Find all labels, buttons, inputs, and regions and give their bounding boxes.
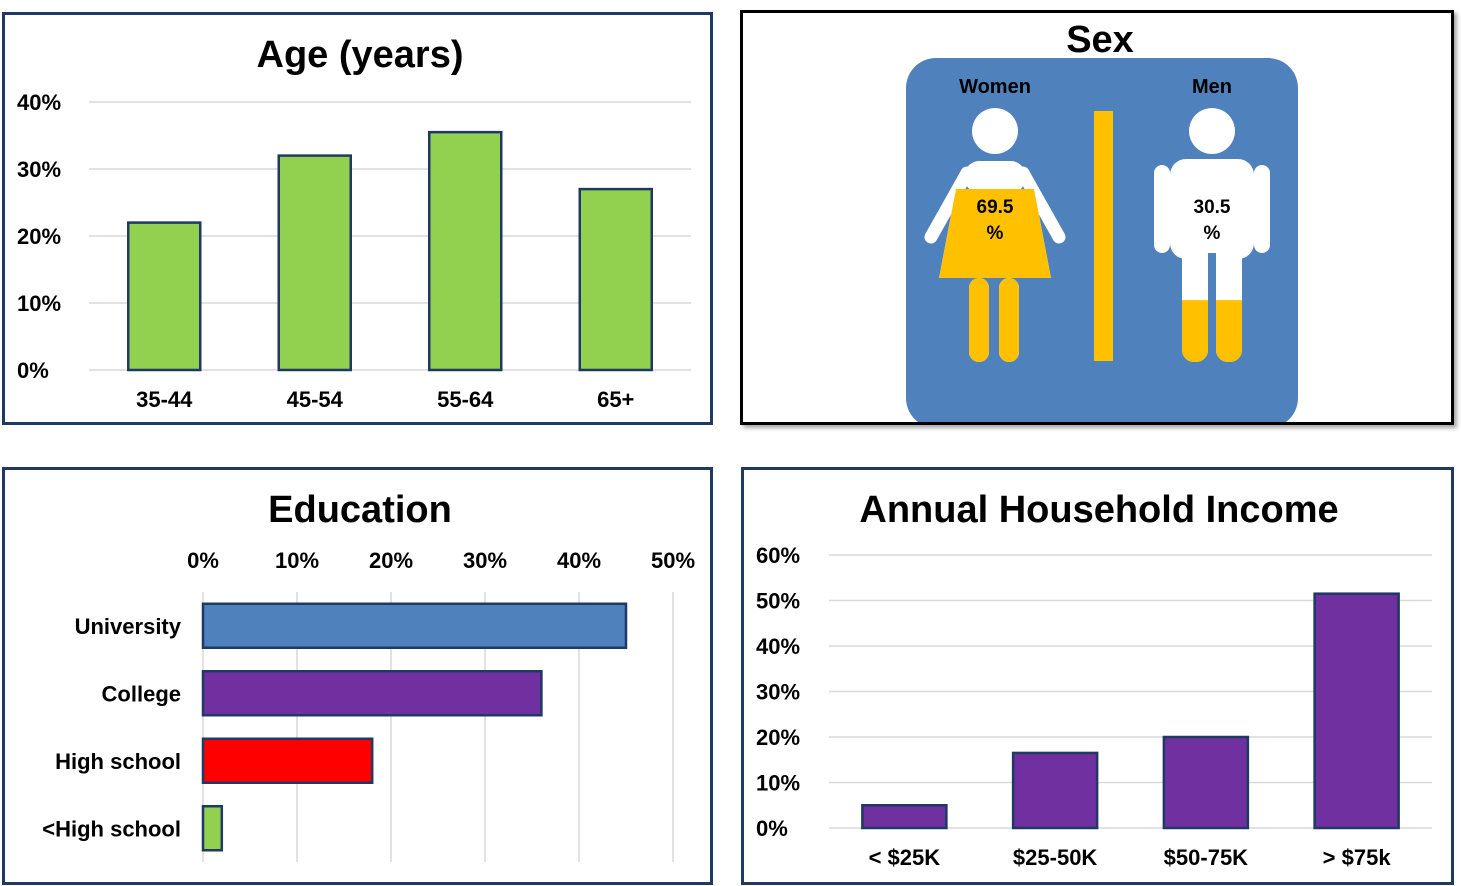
age-bar — [578, 187, 653, 372]
age-chart: Age (years) 0% 10% 20% 30% 40% 35-44 45-54 55-… — [17, 34, 691, 412]
edu-category-label: University — [75, 614, 182, 639]
income-chart-title: Annual Household Income — [859, 489, 1338, 531]
education-chart-title: Education — [268, 489, 452, 531]
age-chart-title: Age (years) — [257, 34, 464, 76]
age-chart-panel: Age (years) 0% 10% 20% 30% 40% 35-44 45-54 55-… — [2, 12, 713, 425]
edu-bar — [201, 602, 628, 649]
edu-x-tick-label: 10% — [275, 548, 319, 573]
inc-y-tick-label: 0% — [756, 816, 788, 841]
edu-category-label: High school — [55, 749, 181, 774]
age-y-tick-label: 40% — [17, 90, 61, 115]
inc-bar — [1313, 592, 1400, 830]
edu-x-tick-label: 50% — [651, 548, 695, 573]
inc-y-tick-label: 20% — [756, 725, 800, 750]
inc-category-label: > $75k — [1323, 845, 1392, 870]
income-chart-panel: Annual Household Income 0% 10% 20% 30% 40% 50… — [741, 467, 1454, 885]
income-chart: Annual Household Income 0% 10% 20% 30% 40% 50… — [756, 489, 1432, 870]
edu-bar — [201, 737, 374, 784]
sex-chart-panel: Sex Women 69.5% — [740, 10, 1454, 425]
edu-bar — [201, 805, 224, 852]
men-figure-icon — [1154, 108, 1270, 362]
age-y-tick-label: 0% — [17, 358, 49, 383]
age-category-label: 35-44 — [136, 387, 193, 412]
age-bar — [127, 221, 202, 372]
edu-category-label: College — [102, 681, 181, 706]
edu-x-tick-label: 40% — [557, 548, 601, 573]
age-y-tick-label: 20% — [17, 224, 61, 249]
age-category-label: 45-54 — [287, 387, 344, 412]
edu-x-tick-label: 0% — [187, 548, 219, 573]
inc-y-tick-label: 60% — [756, 543, 800, 568]
inc-bar — [1162, 735, 1250, 830]
men-label: Men — [1192, 76, 1232, 98]
inc-category-label: $50-75K — [1164, 845, 1249, 870]
edu-x-tick-label: 20% — [369, 548, 413, 573]
sex-divider — [1094, 111, 1113, 361]
age-bar — [428, 130, 503, 372]
edu-bar — [201, 670, 543, 717]
women-figure-icon — [924, 108, 1066, 362]
inc-category-label: $25-50K — [1013, 845, 1098, 870]
sex-chart: Sex Women 69.5% — [906, 19, 1298, 422]
age-category-label: 65+ — [597, 387, 634, 412]
inc-bar — [861, 804, 948, 830]
age-y-tick-label: 30% — [17, 157, 61, 182]
men-value-label: 30.5% — [1194, 197, 1231, 244]
women-label: Women — [959, 76, 1031, 98]
edu-x-tick-label: 30% — [463, 548, 507, 573]
age-bar — [277, 154, 352, 372]
inc-y-tick-label: 50% — [756, 589, 800, 614]
inc-bar — [1011, 751, 1099, 830]
age-category-label: 55-64 — [437, 387, 494, 412]
inc-y-tick-label: 10% — [756, 771, 800, 796]
inc-category-label: < $25K — [869, 845, 941, 870]
education-chart: Education 0% 10% 20% 30% 40% 50% UniversityCo… — [42, 489, 695, 862]
age-y-tick-label: 10% — [17, 291, 61, 316]
edu-category-label: <High school — [42, 816, 181, 841]
sex-chart-title: Sex — [1066, 19, 1134, 61]
inc-y-tick-label: 40% — [756, 634, 800, 659]
inc-y-tick-label: 30% — [756, 680, 800, 705]
women-value-label: 69.5% — [977, 197, 1014, 244]
